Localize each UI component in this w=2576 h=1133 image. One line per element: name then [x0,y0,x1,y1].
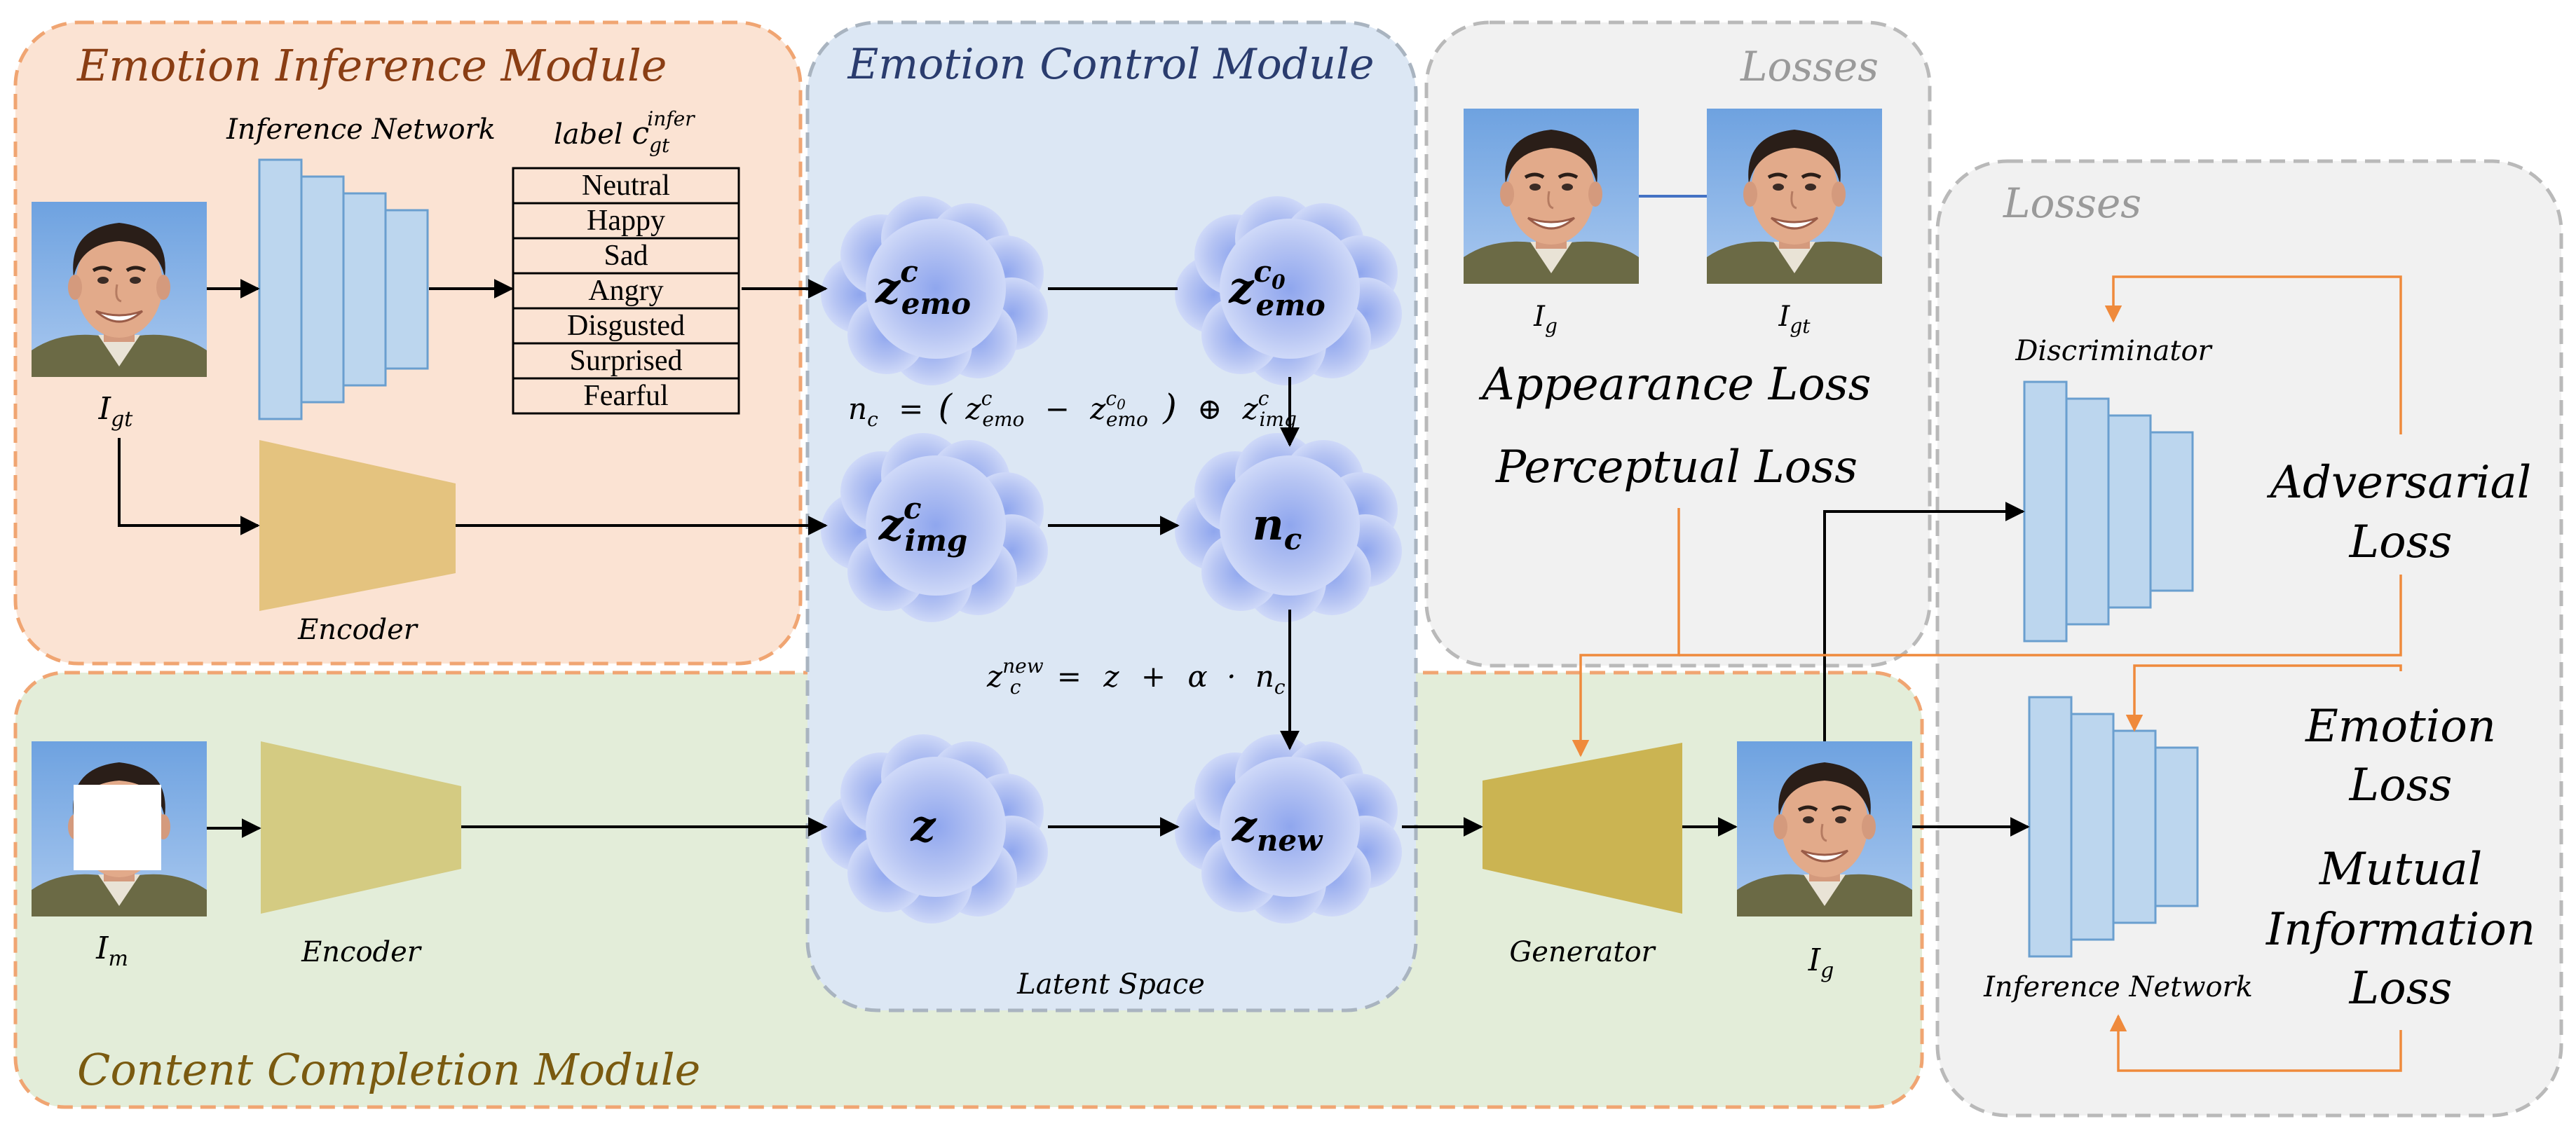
losses-right-title: Losses [2003,179,2141,227]
cloud-z-lobe [866,757,1006,897]
emotion-label-neutral: Neutral [582,170,670,202]
emotion-label-disgusted: Disgusted [567,310,685,342]
emotion-label-rows: NeutralHappySadAngryDisgustedSurprisedFe… [512,167,740,415]
adversarial-loss-label-2: Loss [2349,516,2453,568]
content-completion-title: Content Completion Module [77,1044,700,1095]
inference-network-top [258,158,429,420]
i-g-output-label: Ig [1808,942,1834,983]
i-gt-left-label: Igt [98,391,134,432]
i-m-label: Im [95,931,128,971]
emotion-inference-title: Emotion Inference Module [76,40,667,91]
inference-network-right-label: Inference Network [1983,971,2253,1003]
cloud-z-new-label: znew [1232,800,1323,858]
emotion-label-happy: Happy [587,205,665,237]
emotion-label-sad: Sad [604,240,648,272]
masked-face-image [32,741,207,916]
mutual-info-to-inference-arrow [2109,1014,2402,1072]
discriminator-label: Discriminator [2015,335,2213,367]
encoder-top-label: Encoder [297,614,419,646]
i-g-top-label: Ig [1533,301,1558,338]
emotion-to-inference-arrow [2125,664,2402,732]
inference-network-top-label: Inference Network [226,114,496,146]
emotion-label-table: NeutralHappySadAngryDisgustedSurprisedFe… [512,167,740,415]
losses-top-title: Losses [1740,43,1879,90]
cloud-z-new: znew [1175,734,1402,923]
cloud-z-label: z [910,800,936,851]
generated-output-face [1737,741,1912,916]
cloud-z-img-c-lobe [866,455,1006,596]
mutual-info-loss-label-1: Mutual [2319,844,2482,895]
arrow-input-to-encoder [118,438,260,535]
cloud-n-c-lobe [1220,455,1360,596]
cloud-z: z [821,734,1048,923]
cloud-n-c: nc [1175,433,1402,622]
ground-truth-face-top [1707,109,1882,284]
emotion-label-fearful: Fearful [583,380,668,412]
flow-arrows [118,279,2030,838]
inference-network-right [2028,696,2199,958]
perceptual-to-generator-arrow [1572,508,1680,757]
emotion-label-surprised: Surprised [570,345,683,377]
latent-space-label: Latent Space [1016,968,1205,1001]
encoder-bottom-label: Encoder [301,936,423,968]
emotion-label-title: label cgtinfer [554,107,695,157]
encoder-top [259,440,456,611]
cloud-z-emo-c-lobe [866,219,1006,359]
cloud-z-new-lobe [1220,757,1360,897]
mutual-info-loss-label-3: Loss [2349,963,2453,1015]
i-gt-top-label: Igt [1778,301,1811,338]
emotion-label-cell [512,377,740,415]
adversarial-to-generator-arrow [1679,575,2402,657]
adversarial-loss-label-1: Adversarial [2267,457,2532,509]
generator-label: Generator [1509,936,1656,968]
generated-face-top [1464,109,1639,284]
emotion-control-title: Emotion Control Module [847,40,1374,89]
adversarial-to-discriminator-arrow [2104,275,2402,434]
discriminator [2023,380,2194,643]
emotion-loss-label-1: Emotion [2305,701,2496,753]
input-face-image [32,202,207,377]
emotion-label-angry: Angry [588,275,663,307]
cloud-n-c-label: nc [1253,499,1302,556]
appearance-loss-label: Appearance Loss [1479,359,1872,411]
arrow-output-to-discriminator [1823,502,2025,741]
perceptual-loss-label: Perceptual Loss [1495,441,1858,493]
loss-feedback-arrows [1572,275,2402,1072]
mutual-info-loss-label-2: Information [2265,904,2535,956]
cloud-z-emo-c0-lobe [1220,219,1360,359]
emotion-loss-label-2: Loss [2349,760,2453,811]
generator [1483,743,1682,914]
encoder-bottom [261,741,461,914]
